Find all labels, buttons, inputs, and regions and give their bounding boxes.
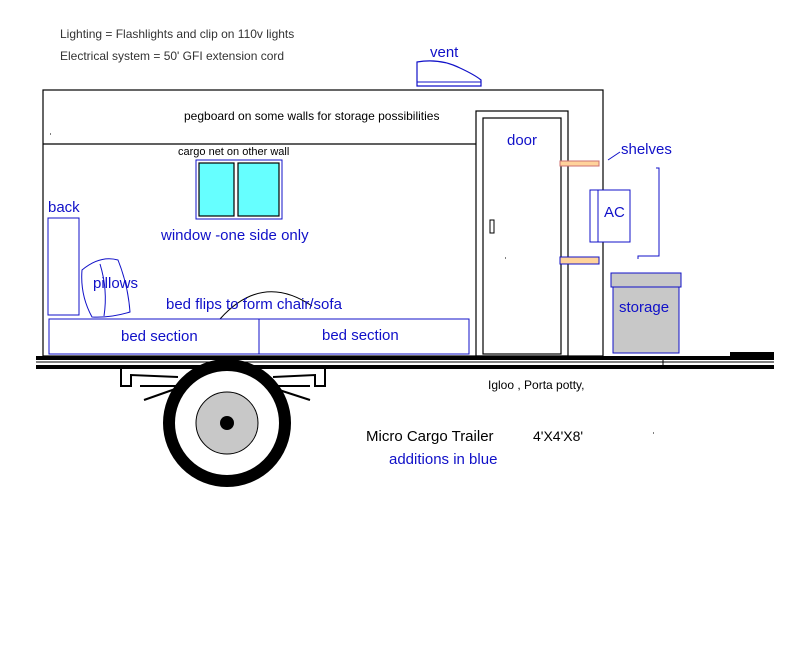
trailer-title: Micro Cargo Trailer: [366, 428, 494, 445]
window-label: window -one side only: [161, 227, 309, 244]
door-label: door: [507, 132, 538, 149]
trailer-body: [42, 89, 604, 357]
shelves-bracket: [637, 167, 660, 259]
pillows-label: pillows: [93, 275, 139, 292]
bed-flip-arc: [219, 291, 313, 320]
wheel-hub: [220, 416, 234, 430]
ac-label: AC: [604, 204, 625, 221]
window: [195, 159, 283, 220]
shelf-lower: [559, 256, 600, 265]
bed-flips-label: bed flips to form chair/sofa: [166, 296, 342, 313]
trailer-dimensions: 4'X4'X8': [533, 428, 584, 444]
shelves-pointer: [607, 151, 621, 161]
lighting-note: Lighting = Flashlights and clip on 110v …: [60, 27, 295, 41]
bed-section-right-label: bed section: [322, 327, 399, 344]
additions-note: additions in blue: [389, 451, 498, 468]
cargo-net-label: cargo net on other wall: [178, 146, 290, 158]
pegboard-label: pegboard on some walls for storage possi…: [184, 109, 440, 123]
shelf-upper: [559, 160, 600, 167]
igloo-label: Igloo , Porta potty,: [488, 378, 585, 392]
storage-box: [610, 272, 682, 354]
bed-section-left-label: bed section: [121, 328, 198, 345]
ac-unit: [589, 189, 631, 243]
pillows: [81, 258, 131, 318]
vent-label: vent: [430, 44, 459, 61]
bed-section-left-box: [48, 318, 260, 355]
roof-vent: [416, 60, 482, 87]
shelves-label: shelves: [621, 141, 672, 158]
wheel: [163, 359, 291, 487]
electrical-note: Electrical system = 50' GFI extension co…: [60, 49, 285, 63]
back-cushion: [47, 217, 80, 316]
door-handle: [489, 219, 495, 234]
storage-label: storage: [619, 299, 670, 316]
bed-section-right-box: [258, 318, 470, 355]
chassis: [36, 352, 774, 369]
back-label: back: [48, 199, 80, 216]
